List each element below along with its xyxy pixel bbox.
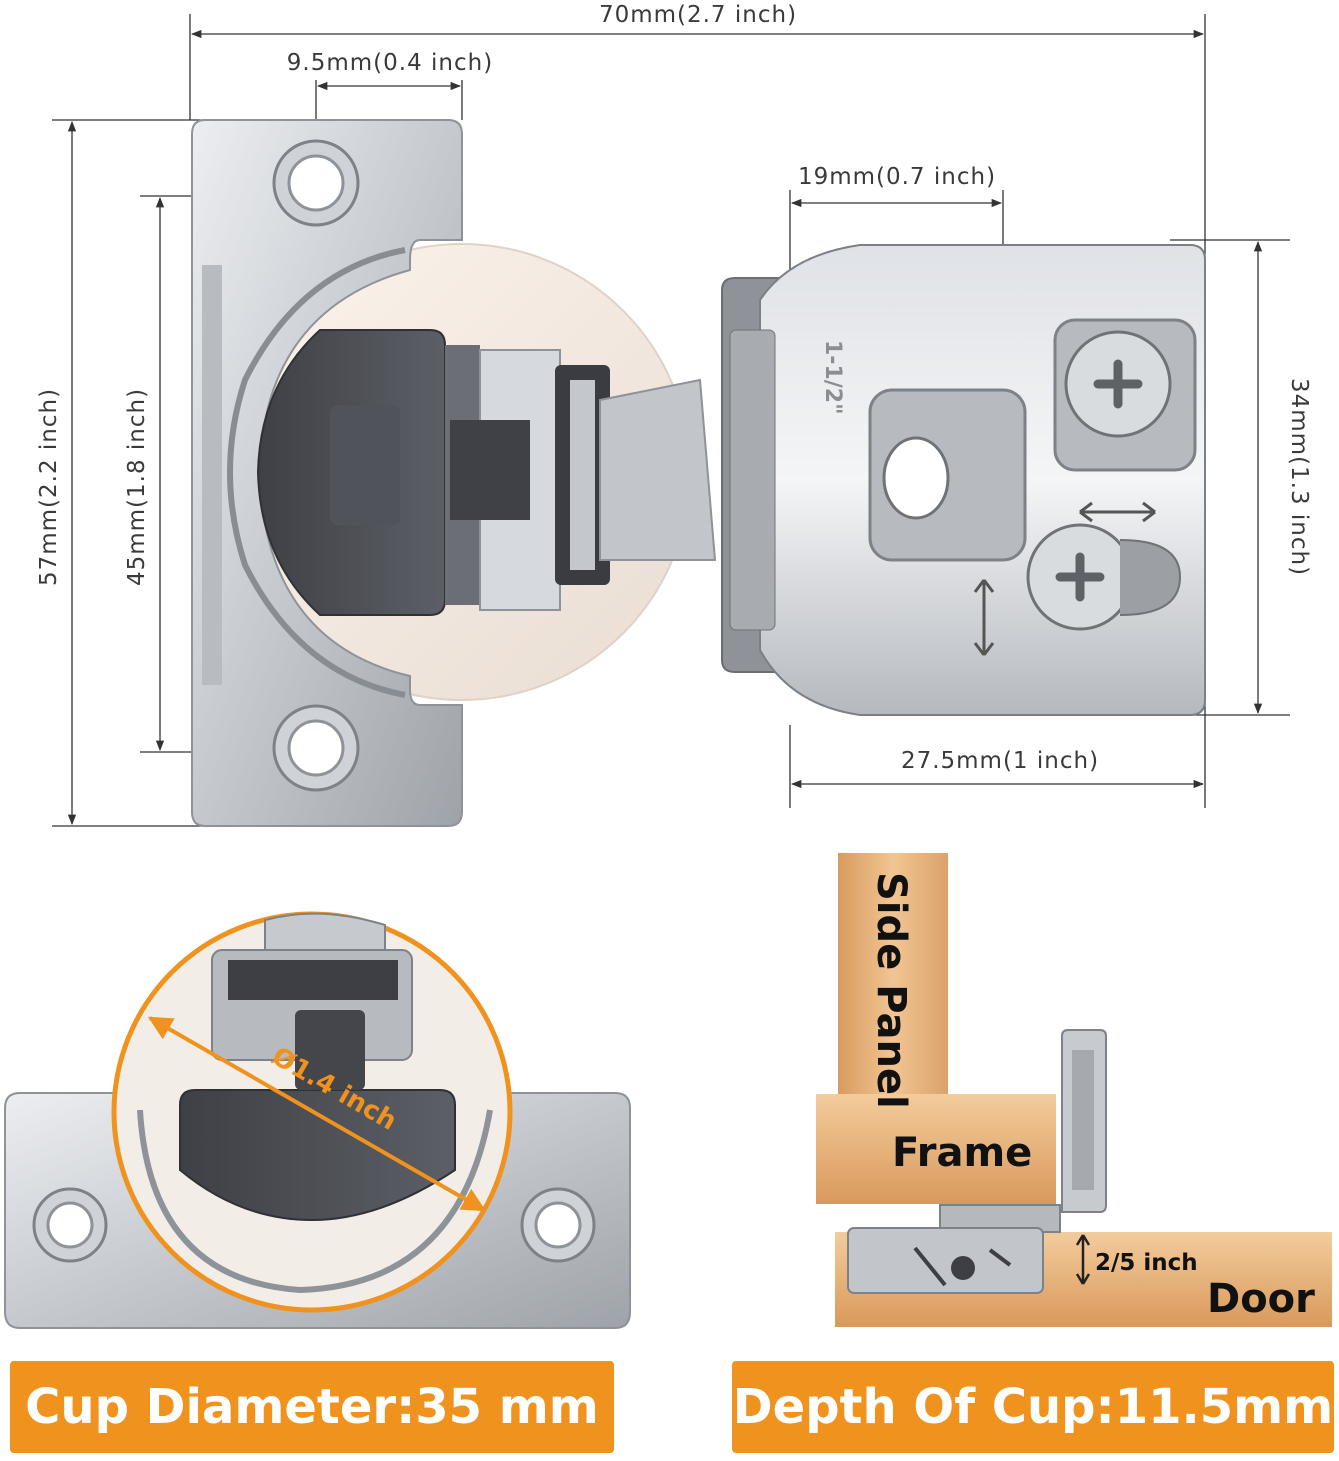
- mounting-plate: 1-1/2": [721, 244, 1206, 716]
- hole-spacing-label: 45mm(1.8 inch): [124, 388, 150, 586]
- hinge-arm: [599, 378, 717, 561]
- installation-diagram: Side Panel Frame 2/5 inch Door: [816, 853, 1332, 1327]
- overlay-label: 2/5 inch: [1095, 1250, 1198, 1276]
- cup-closeup: Ø1.4 inch: [4, 911, 631, 1329]
- plate-width-label: 19mm(0.7 inch): [798, 164, 996, 190]
- door-label: Door: [1207, 1276, 1315, 1322]
- cup-diameter-banner: Cup Diameter:35 mm: [10, 1361, 614, 1453]
- overall-width-label: 70mm(2.7 inch): [599, 2, 797, 28]
- frame-label: Frame: [892, 1130, 1032, 1176]
- hinge-cup-plate: [191, 119, 691, 827]
- overall-height-label: 57mm(2.2 inch): [36, 388, 62, 586]
- cup-depth-banner: Depth Of Cup:11.5mm: [732, 1361, 1334, 1453]
- side-panel-label: Side Panel: [868, 872, 914, 1109]
- plate-depth-label: 27.5mm(1 inch): [901, 748, 1099, 774]
- plate-size-marking: 1-1/2": [820, 340, 845, 415]
- plate-height-label: 34mm(1.3 inch): [1286, 378, 1312, 576]
- dimension-lines: [52, 14, 1290, 827]
- hole-offset-label: 9.5mm(0.4 inch): [287, 50, 493, 76]
